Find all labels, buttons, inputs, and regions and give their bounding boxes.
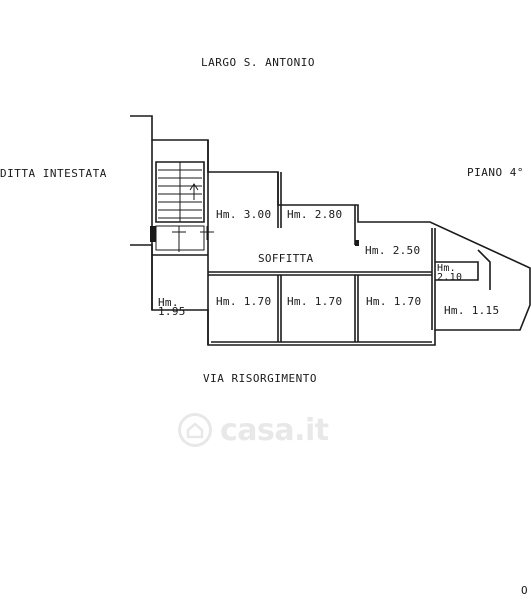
room-height-2: Hm. 2.80 [287, 208, 343, 221]
house-icon [178, 413, 212, 447]
cross-mark-2 [200, 226, 214, 240]
wall-filler-2 [355, 240, 359, 246]
wall-filler [150, 226, 156, 242]
room-height-8: Hm. 1.70 [366, 295, 422, 308]
room-height-5b: 1.95 [158, 305, 186, 318]
room-height-6: Hm. 1.70 [216, 295, 272, 308]
stair-arrow [189, 183, 199, 200]
casa-it-watermark: casa.it [178, 402, 358, 458]
street-label-bottom: VIA RISORGIMENTO [203, 372, 317, 385]
stair-landing [155, 225, 205, 251]
floor-label: PIANO 4° [467, 166, 524, 179]
room-height-5a: Hm. [158, 296, 179, 309]
room-height-9: Hm. 1.15 [444, 304, 500, 317]
room-height-4b: 2.10 [437, 272, 463, 283]
stair-outline [155, 161, 205, 223]
room-height-7: Hm. 1.70 [287, 295, 343, 308]
corner-mark: O [521, 584, 529, 597]
room-height-1: Hm. 3.00 [216, 208, 272, 221]
room-height-4a: Hm. [437, 263, 456, 274]
cross-mark [172, 226, 186, 252]
watermark-text: casa.it [220, 412, 329, 448]
owner-label: DITTA INTESTATA [0, 167, 107, 180]
wall-angled [477, 249, 491, 290]
wall-small-room [435, 261, 479, 281]
room-height-3: Hm. 2.50 [365, 244, 421, 257]
room-label-soffitta: SOFFITTA [258, 252, 314, 265]
street-label-top: LARGO S. ANTONIO [201, 56, 315, 69]
